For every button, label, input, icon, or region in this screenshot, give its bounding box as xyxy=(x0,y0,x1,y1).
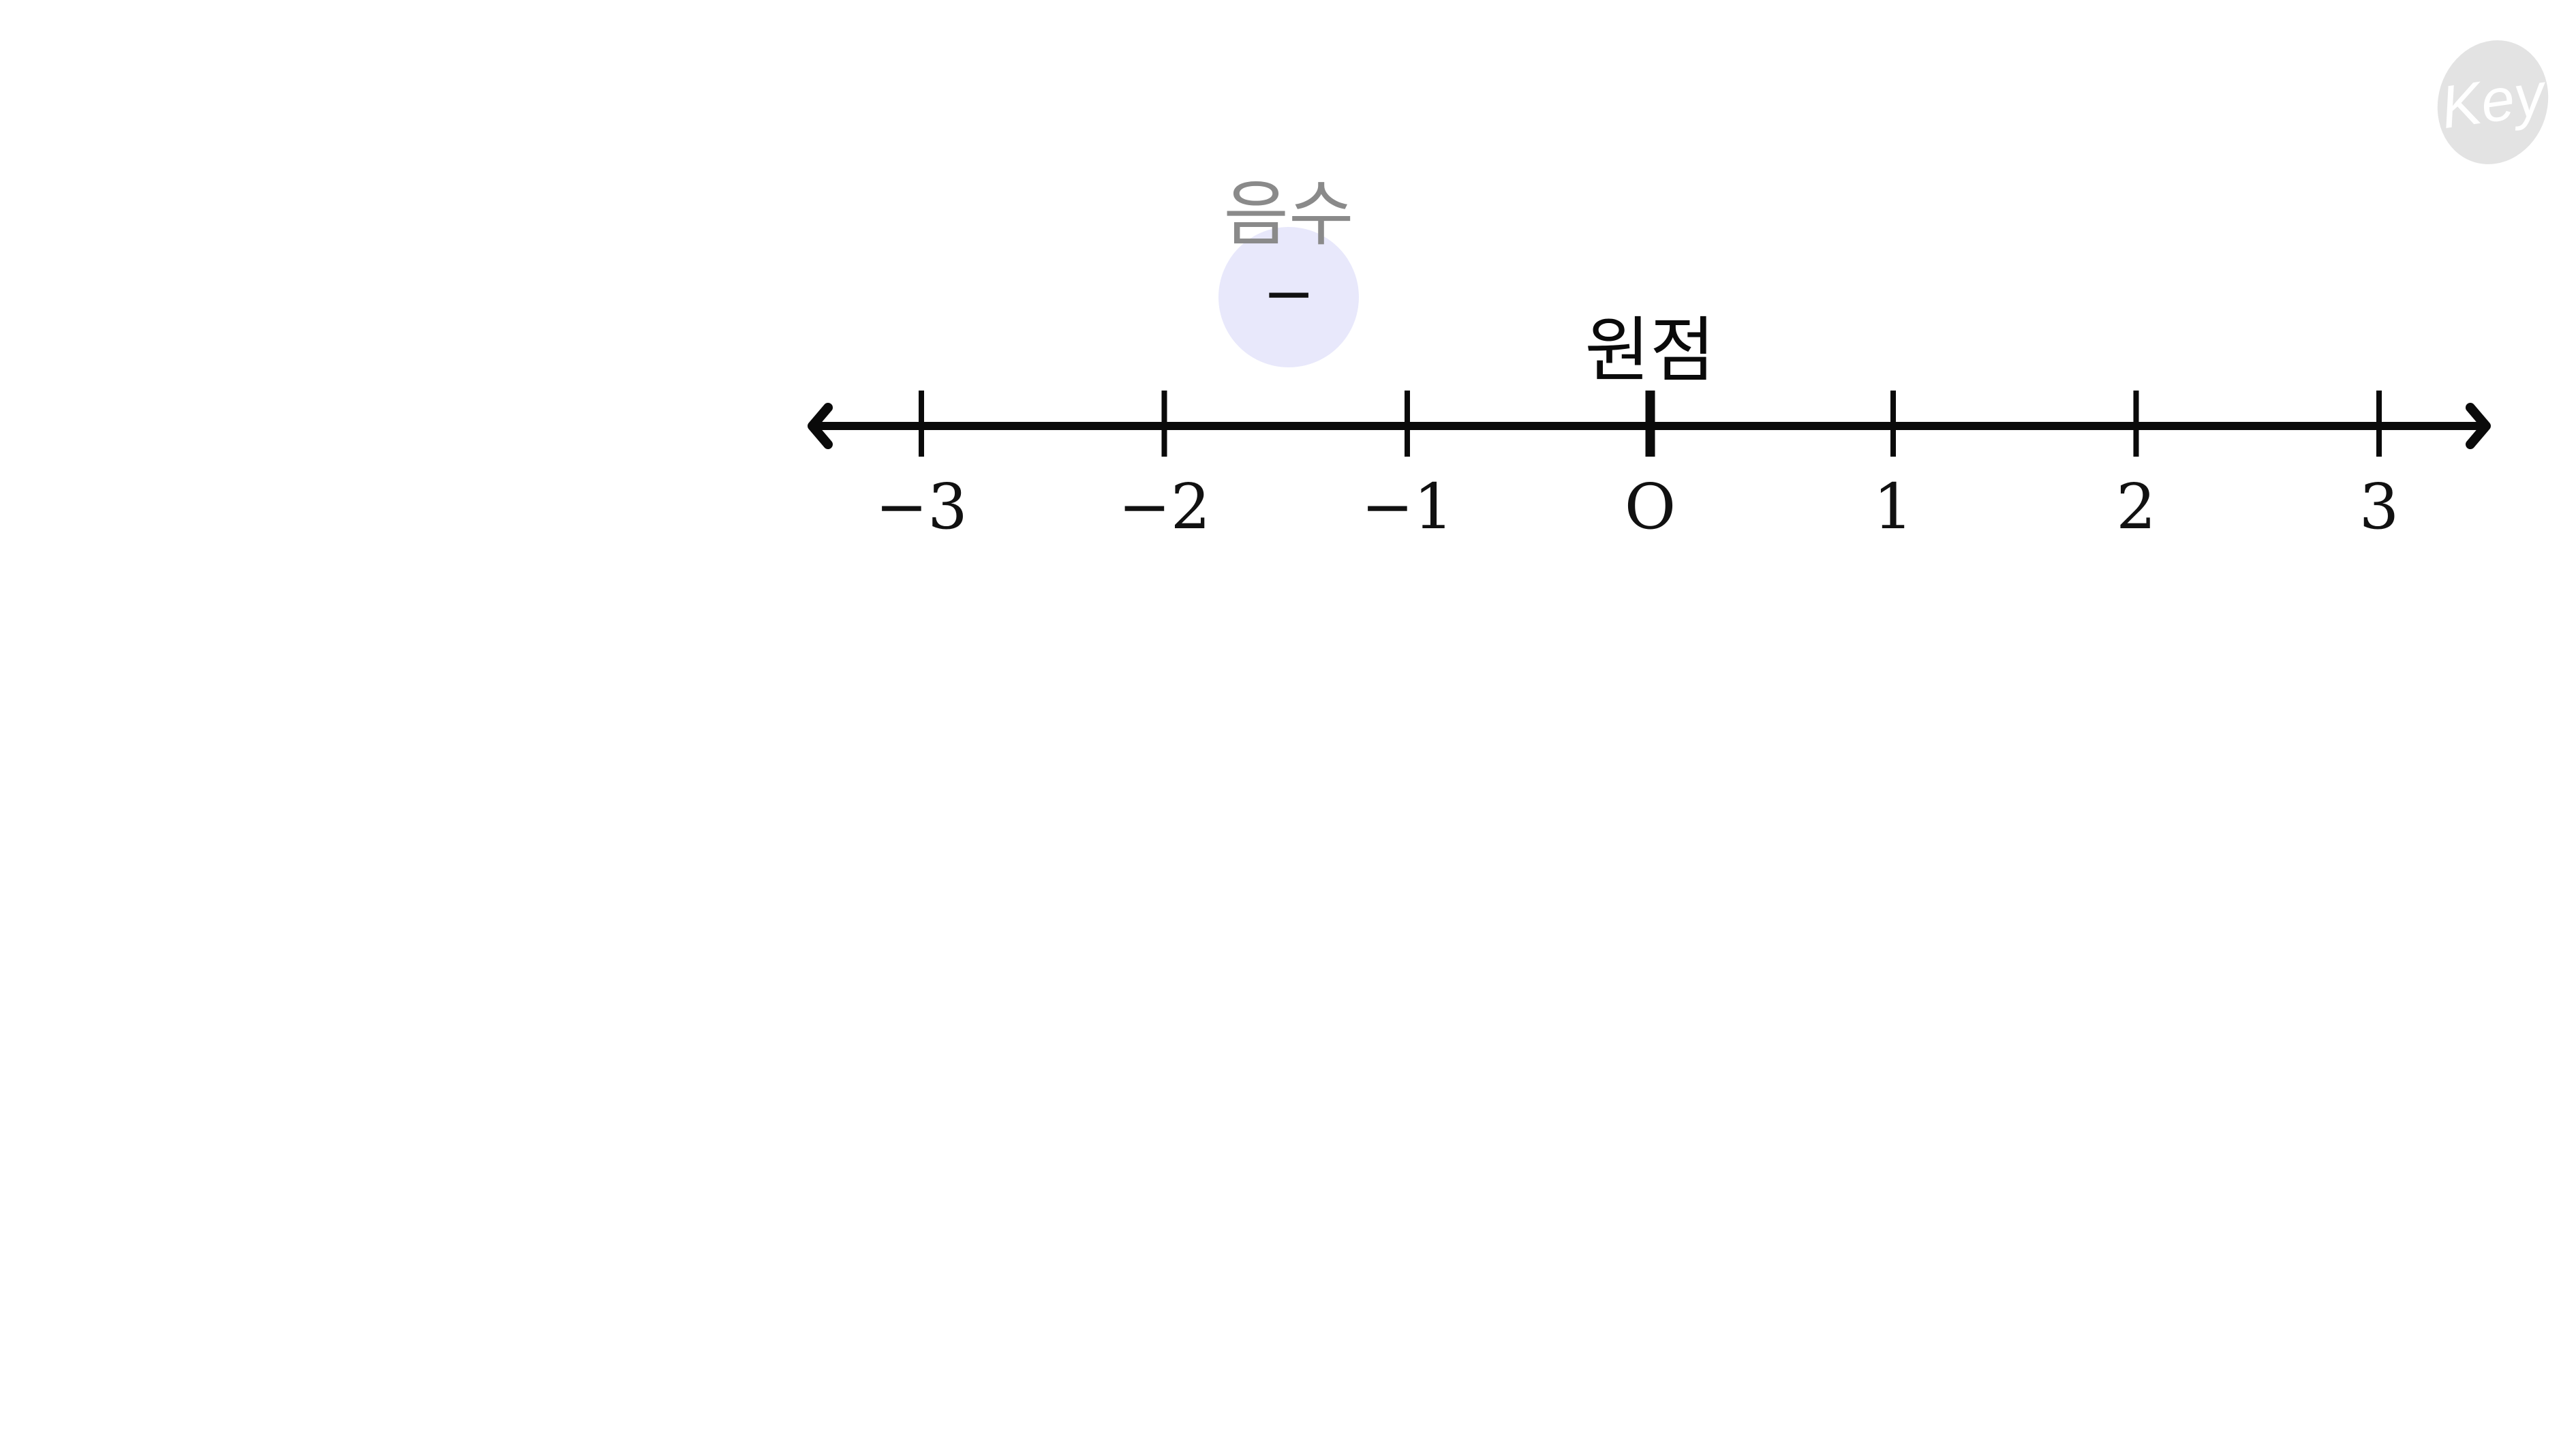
origin-label: 원점 xyxy=(1584,309,1715,392)
logo-text: Key xyxy=(2437,59,2552,141)
tick-label: O xyxy=(1625,470,1676,543)
key-logo: Key xyxy=(2437,40,2552,164)
logo-badge xyxy=(2437,40,2549,164)
right-arrowhead xyxy=(2466,403,2491,449)
tick-group: −3 −2 −1 O 1 2 3 xyxy=(875,391,2399,543)
tick-label: 2 xyxy=(2116,470,2156,543)
tick-label: 1 xyxy=(1873,470,1914,543)
tick-label: −1 xyxy=(1361,470,1454,543)
negative-sign: − xyxy=(1262,257,1315,330)
negative-region-marker: 음수 − xyxy=(1218,172,1359,367)
tick-label: −3 xyxy=(875,470,968,543)
tick-label: −2 xyxy=(1118,470,1211,543)
left-arrowhead xyxy=(808,403,833,449)
negative-label: 음수 xyxy=(1223,172,1353,256)
tick-label: 3 xyxy=(2359,470,2399,543)
negative-highlight-circle xyxy=(1218,227,1359,367)
